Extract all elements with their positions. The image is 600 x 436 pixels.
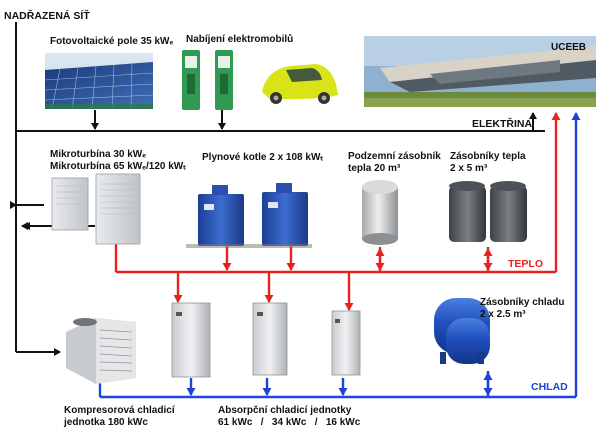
absorption-label-1: Absorpční chladicí jednotky [218,405,352,416]
microturbine-label-2: Mikroturbína 65 kWₑ/120 kWₜ [50,161,187,172]
compressor-label-1: Kompresorová chladicí [64,405,175,416]
cold-label: CHLAD [531,381,568,393]
underground-tank-label-2: tepla 20 m³ [348,163,401,174]
building-label: UCEEB [551,42,587,53]
microturbine-label-1: Mikroturbína 30 kWₑ [50,149,146,160]
electricity-network [10,22,545,356]
heat-tanks-image [449,181,527,242]
cold-tanks-label-2: 2 x 2.5 m³ [480,309,526,320]
pv-label: Fotovoltaické pole 35 kWₑ [50,36,174,47]
compressor-label-2: jednotka 180 kWc [64,417,148,428]
heat-network [114,112,561,311]
gas-boiler-image [186,183,312,248]
uceeb-building-image [364,36,596,107]
ev-charging-image [182,50,338,110]
cold-tanks-image [434,298,490,364]
electricity-label: ELEKTŘINA [472,118,533,130]
photovoltaic-field-image [44,53,154,110]
absorption-label-2: 61 kWc / 34 kWc / 16 kWc [218,417,361,428]
underground-tank-label-1: Podzemní zásobník [348,151,441,162]
grid-label: NADŘAZENÁ SÍŤ [4,10,90,22]
heat-tanks-label-2: 2 x 5 m³ [450,163,488,174]
underground-heat-tank-image [362,180,398,245]
heat-label: TEPLO [508,258,544,270]
compressor-unit-image [66,318,136,384]
cold-tanks-label-1: Zásobníky chladu [480,297,565,308]
boilers-label: Plynové kotle 2 x 108 kWₜ [202,152,324,163]
ev-label: Nabíjení elektromobilů [186,34,294,45]
absorption-units-image [171,302,361,378]
heat-tanks-label-1: Zásobníky tepla [450,151,526,162]
microturbine-image [51,173,141,245]
cold-network [98,112,581,399]
